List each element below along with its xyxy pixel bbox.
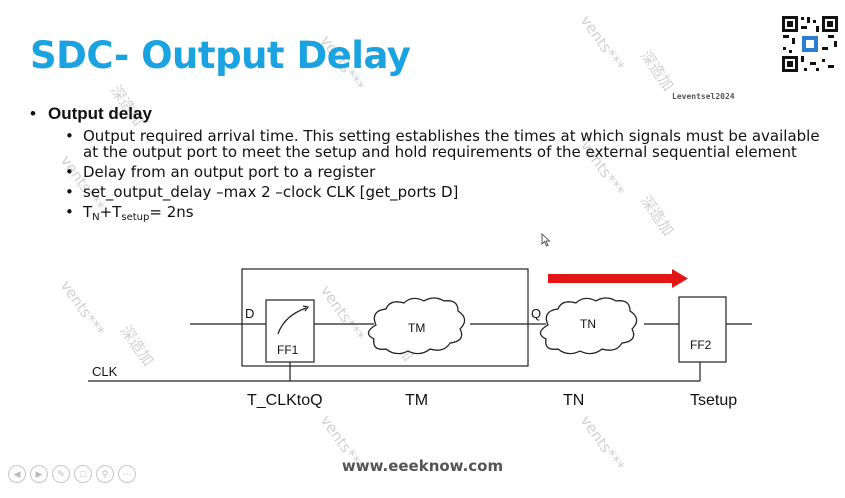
watermark-text: 深造加 <box>637 47 678 94</box>
qr-code-icon <box>780 14 840 74</box>
ff1-arrowhead <box>302 305 310 312</box>
watermark-text: vents*** <box>577 12 629 75</box>
formula-rest: = 2ns <box>149 203 194 221</box>
section-heading: Output delay <box>30 104 830 124</box>
formula-sub-n: N <box>92 212 100 223</box>
bullet-item: Output required arrival time. This setti… <box>63 128 830 160</box>
previous-icon[interactable]: ◀ <box>8 465 26 483</box>
presentation-controls: ◀ ▶ ✎ □ ⚲ ⋯ <box>8 465 136 483</box>
footer-url: www.eeeknow.com <box>341 457 504 475</box>
formula-sub-setup: setup <box>121 212 150 223</box>
ff2-block <box>678 296 727 363</box>
slides-icon[interactable]: □ <box>74 465 92 483</box>
formula-plus: +T <box>99 203 122 221</box>
bullet-list: Output delay Output required arrival tim… <box>30 104 830 224</box>
next-icon[interactable]: ▶ <box>30 465 48 483</box>
clk-label: CLK <box>92 364 118 379</box>
chip-boundary-box <box>241 268 529 367</box>
ff1-curve <box>277 307 307 335</box>
mouse-cursor-icon <box>541 233 551 247</box>
more-icon[interactable]: ⋯ <box>118 465 136 483</box>
zoom-icon[interactable]: ⚲ <box>96 465 114 483</box>
bullet-item: set_output_delay –max 2 –clock CLK [get_… <box>63 184 830 200</box>
timing-label-clktoq: T_CLKtoQ <box>247 392 323 409</box>
formula-t: T <box>83 203 93 221</box>
ff1-label: FF1 <box>277 343 299 357</box>
timing-label-tn: TN <box>563 392 584 409</box>
watermark-label: Leventsel2024 <box>672 92 735 101</box>
pen-icon[interactable]: ✎ <box>52 465 70 483</box>
bullet-item: Delay from an output port to a register <box>63 164 830 180</box>
sub-bullet-list: Output required arrival time. This setti… <box>30 128 830 223</box>
port-d-label: D <box>245 306 254 321</box>
timing-label-tsetup: Tsetup <box>690 392 737 409</box>
tm-cloud-label: TM <box>408 321 425 335</box>
ff2-label: FF2 <box>690 338 712 352</box>
bullet-item-formula: TN+Tsetup= 2ns <box>63 203 830 223</box>
port-q-label: Q <box>531 306 541 321</box>
timing-diagram: D Q FF1 FF2 TM TN CLK T_CLKtoQ TM TN Tse… <box>88 268 752 409</box>
propagation-arrow <box>548 269 688 288</box>
timing-label-tm: TM <box>405 392 428 409</box>
slide-title: SDC- Output Delay <box>30 34 411 77</box>
tn-cloud-label: TN <box>580 317 596 331</box>
